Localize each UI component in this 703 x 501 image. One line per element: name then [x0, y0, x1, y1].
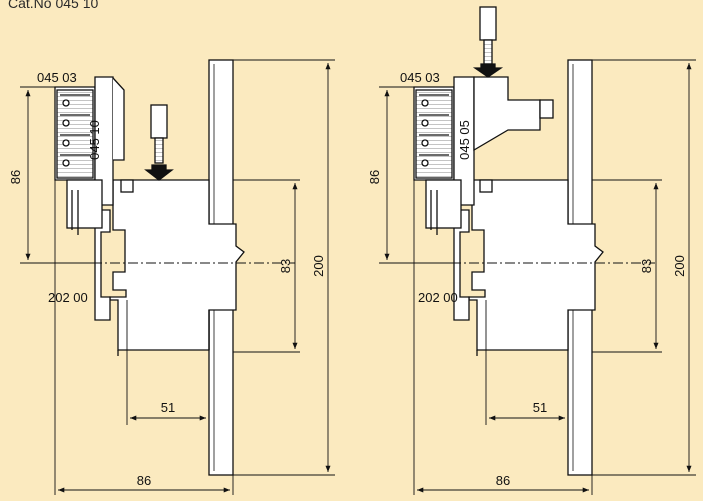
right-view [413, 6, 604, 476]
wire-conductor [154, 137, 164, 164]
catalog-number: Cat.No 045 10 [8, 0, 99, 11]
left-dim-51: 51 [161, 400, 175, 415]
right-dim-51: 51 [533, 400, 547, 415]
wire-conductor-right [483, 39, 493, 65]
right-dim-83: 83 [639, 259, 654, 273]
device-body-right [468, 179, 604, 351]
right-dim-86-vertical: 86 [367, 170, 382, 184]
right-dim-200: 200 [672, 255, 687, 277]
left-dim-83: 83 [278, 259, 293, 273]
left-part-045-03: 045 03 [37, 70, 77, 85]
clip [66, 179, 103, 229]
left-part-045-10: 045 10 [87, 120, 102, 160]
right-part-202-00: 202 00 [418, 290, 458, 305]
left-dims [20, 59, 335, 495]
right-part-045-05: 045 05 [457, 120, 472, 160]
module-body [94, 76, 114, 206]
left-view [54, 59, 245, 476]
left-dim-86-horizontal: 86 [137, 473, 151, 488]
left-part-202-00: 202 00 [48, 290, 88, 305]
wire-insulation [150, 104, 168, 139]
left-dim-200: 200 [311, 255, 326, 277]
device-body [109, 179, 245, 351]
right-dim-86-horizontal: 86 [496, 473, 510, 488]
insert-arrow-right [472, 63, 504, 78]
wire-insulation-right [479, 6, 497, 41]
din-rail-right [453, 209, 470, 321]
insert-arrow [144, 164, 174, 181]
right-dims [379, 59, 696, 495]
din-rail [94, 209, 111, 321]
right-part-045-03: 045 03 [400, 70, 440, 85]
module-head [473, 76, 541, 152]
module-head-tab [539, 99, 554, 119]
module-body-right [453, 76, 475, 206]
left-dim-86-vertical: 86 [8, 170, 23, 184]
clip-right [425, 179, 462, 229]
